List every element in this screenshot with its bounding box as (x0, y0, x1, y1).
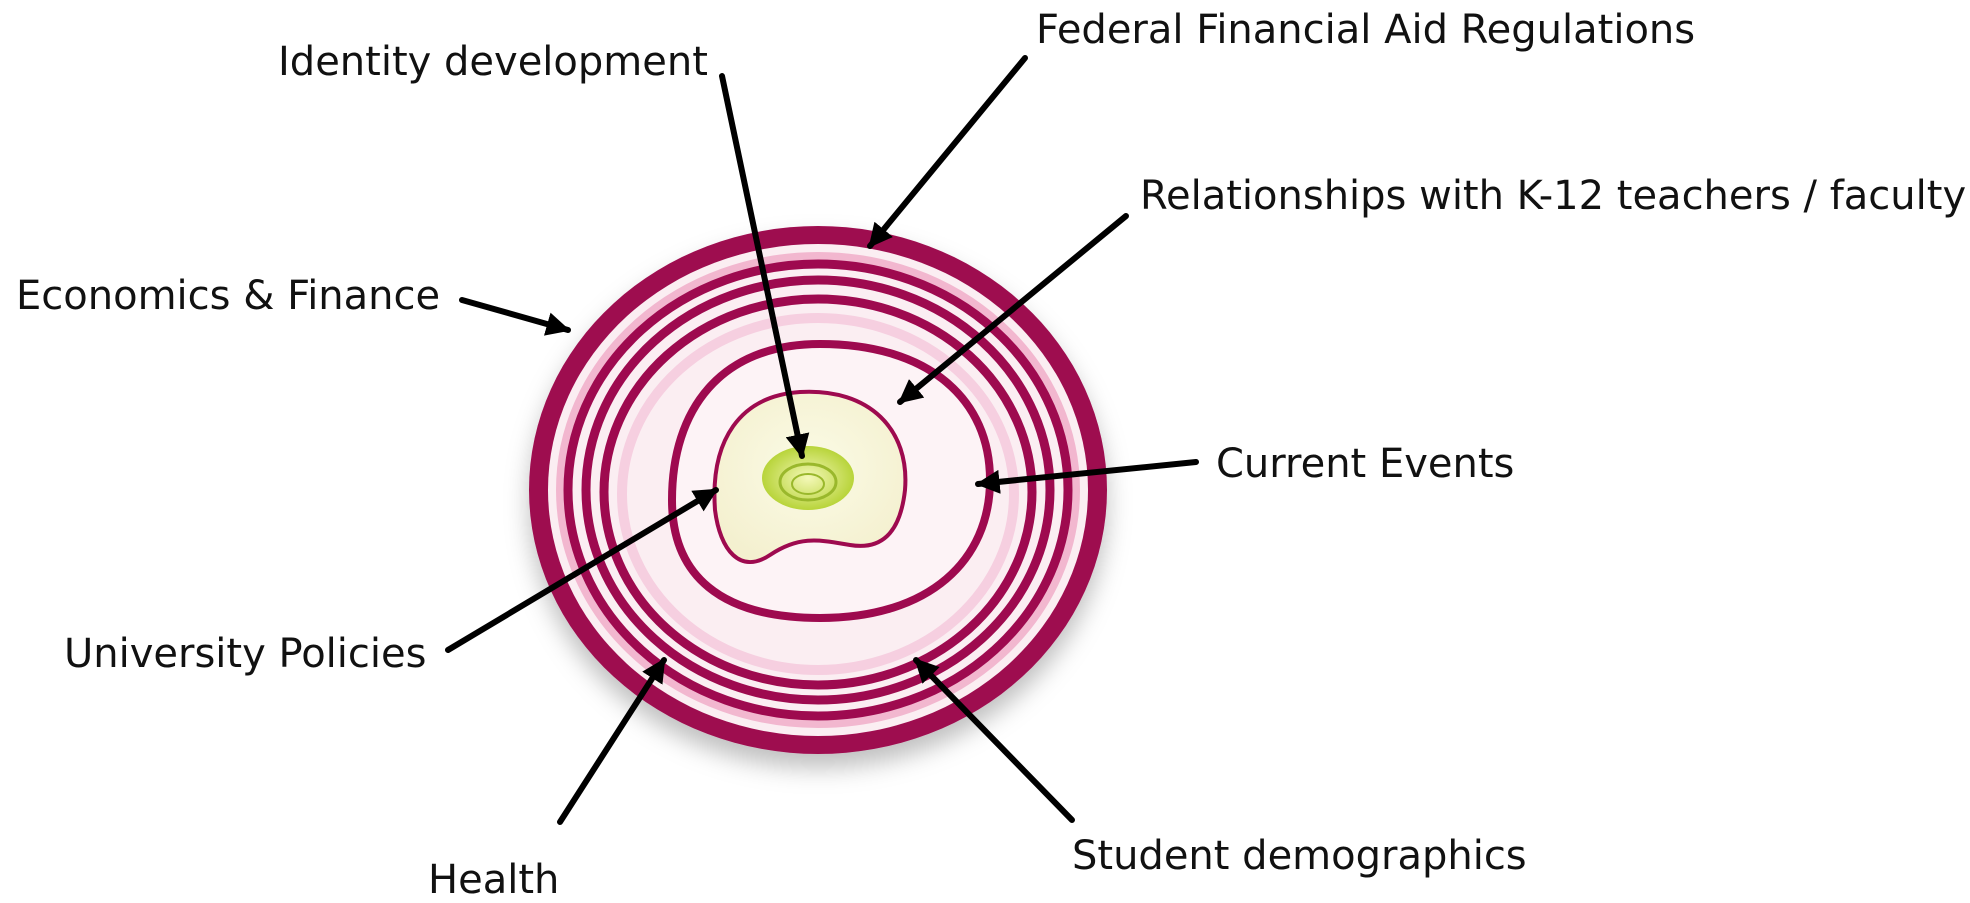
arrow-relationships (897, 213, 1129, 405)
onion-ring (563, 259, 1073, 721)
arrow-health (557, 657, 667, 825)
label-health: Health (428, 857, 560, 903)
onion-ring-light (617, 313, 1019, 675)
label-federal-aid: Federal Financial Aid Regulations (1036, 7, 1696, 53)
label-economics-finance: Economics & Finance (16, 273, 441, 319)
arrow-economics (459, 297, 571, 336)
onion-center-ring (791, 473, 825, 495)
onion-ring (556, 252, 1080, 728)
arrow-university-policies (445, 487, 719, 653)
onion-ring (581, 275, 1055, 705)
label-student-demographics: Student demographics (1072, 833, 1527, 879)
label-university-policies: University Policies (64, 631, 427, 677)
arrow-current-events (975, 459, 1199, 494)
arrow-identity (719, 73, 810, 459)
arrows (445, 55, 1199, 825)
onion-slice (529, 226, 1107, 754)
onion-center-ring (778, 462, 838, 502)
label-relationships: Relationships with K-12 teachers / facul… (1140, 173, 1967, 219)
arrow-federal-aid (867, 55, 1028, 249)
label-current-events: Current Events (1216, 441, 1515, 487)
label-identity-development: Identity development (278, 39, 708, 85)
onion-ring (599, 294, 1037, 690)
arrow-demographics (913, 657, 1075, 823)
